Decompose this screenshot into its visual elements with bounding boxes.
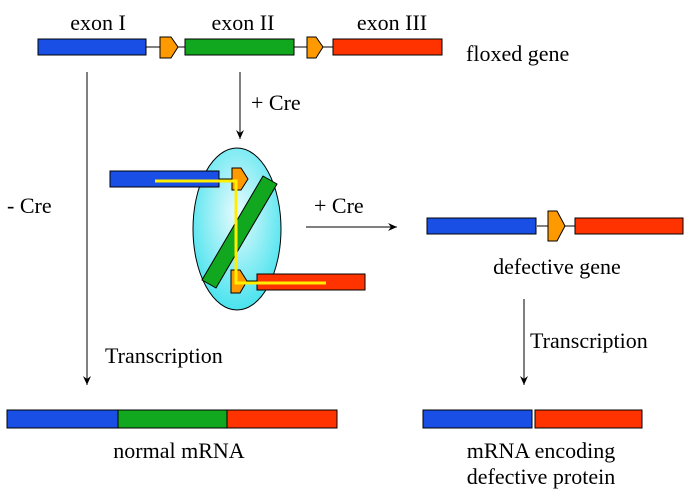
floxed-gene: exon I exon II exon III floxed gene: [37, 10, 569, 66]
mrna-encoding-label-line2: defective protein: [467, 464, 615, 489]
transcription-left-label: Transcription: [105, 343, 223, 368]
transcription-right-label: Transcription: [530, 328, 648, 353]
exon-3-box: [332, 38, 443, 56]
normal-mrna-exon-3: [226, 409, 338, 429]
normal-mrna-exon-2: [117, 409, 228, 429]
defective-exon-1-box: [426, 217, 537, 235]
floxed-gene-label: floxed gene: [466, 41, 569, 66]
exon-1-box: [37, 38, 147, 56]
loxp-arrow-icon: [547, 210, 566, 242]
defective-exon-3-box: [574, 217, 684, 235]
defective-mrna: mRNA encoding defective protein: [422, 409, 643, 489]
normal-mrna-exon-1: [6, 409, 119, 429]
plus-cre-mid-label: + Cre: [314, 193, 364, 218]
excised-exon-2-bar: [201, 175, 278, 289]
exon-2-label: exon II: [212, 10, 275, 35]
exon-2-box: [184, 38, 295, 56]
defective-gene-label: defective gene: [493, 254, 621, 279]
mrna-encoding-label-line1: mRNA encoding: [467, 438, 616, 463]
defective-mrna-exon-3: [534, 409, 643, 429]
defective-mrna-exon-1: [422, 409, 533, 429]
loxp-arrow-icon: [306, 36, 324, 59]
plus-cre-top-label: + Cre: [251, 90, 301, 115]
cre-recombinase-complex: [109, 147, 366, 311]
defective-gene: defective gene: [426, 210, 684, 279]
normal-mrna: normal mRNA: [6, 409, 338, 463]
exon-3-label: exon III: [357, 10, 427, 35]
crossover-exon-1-box: [109, 170, 220, 188]
crossover-path: [155, 179, 326, 285]
exon-1-label: exon I: [70, 10, 126, 35]
normal-mrna-label: normal mRNA: [113, 438, 244, 463]
loxp-arrow-icon: [159, 36, 179, 59]
minus-cre-label: - Cre: [7, 193, 52, 218]
